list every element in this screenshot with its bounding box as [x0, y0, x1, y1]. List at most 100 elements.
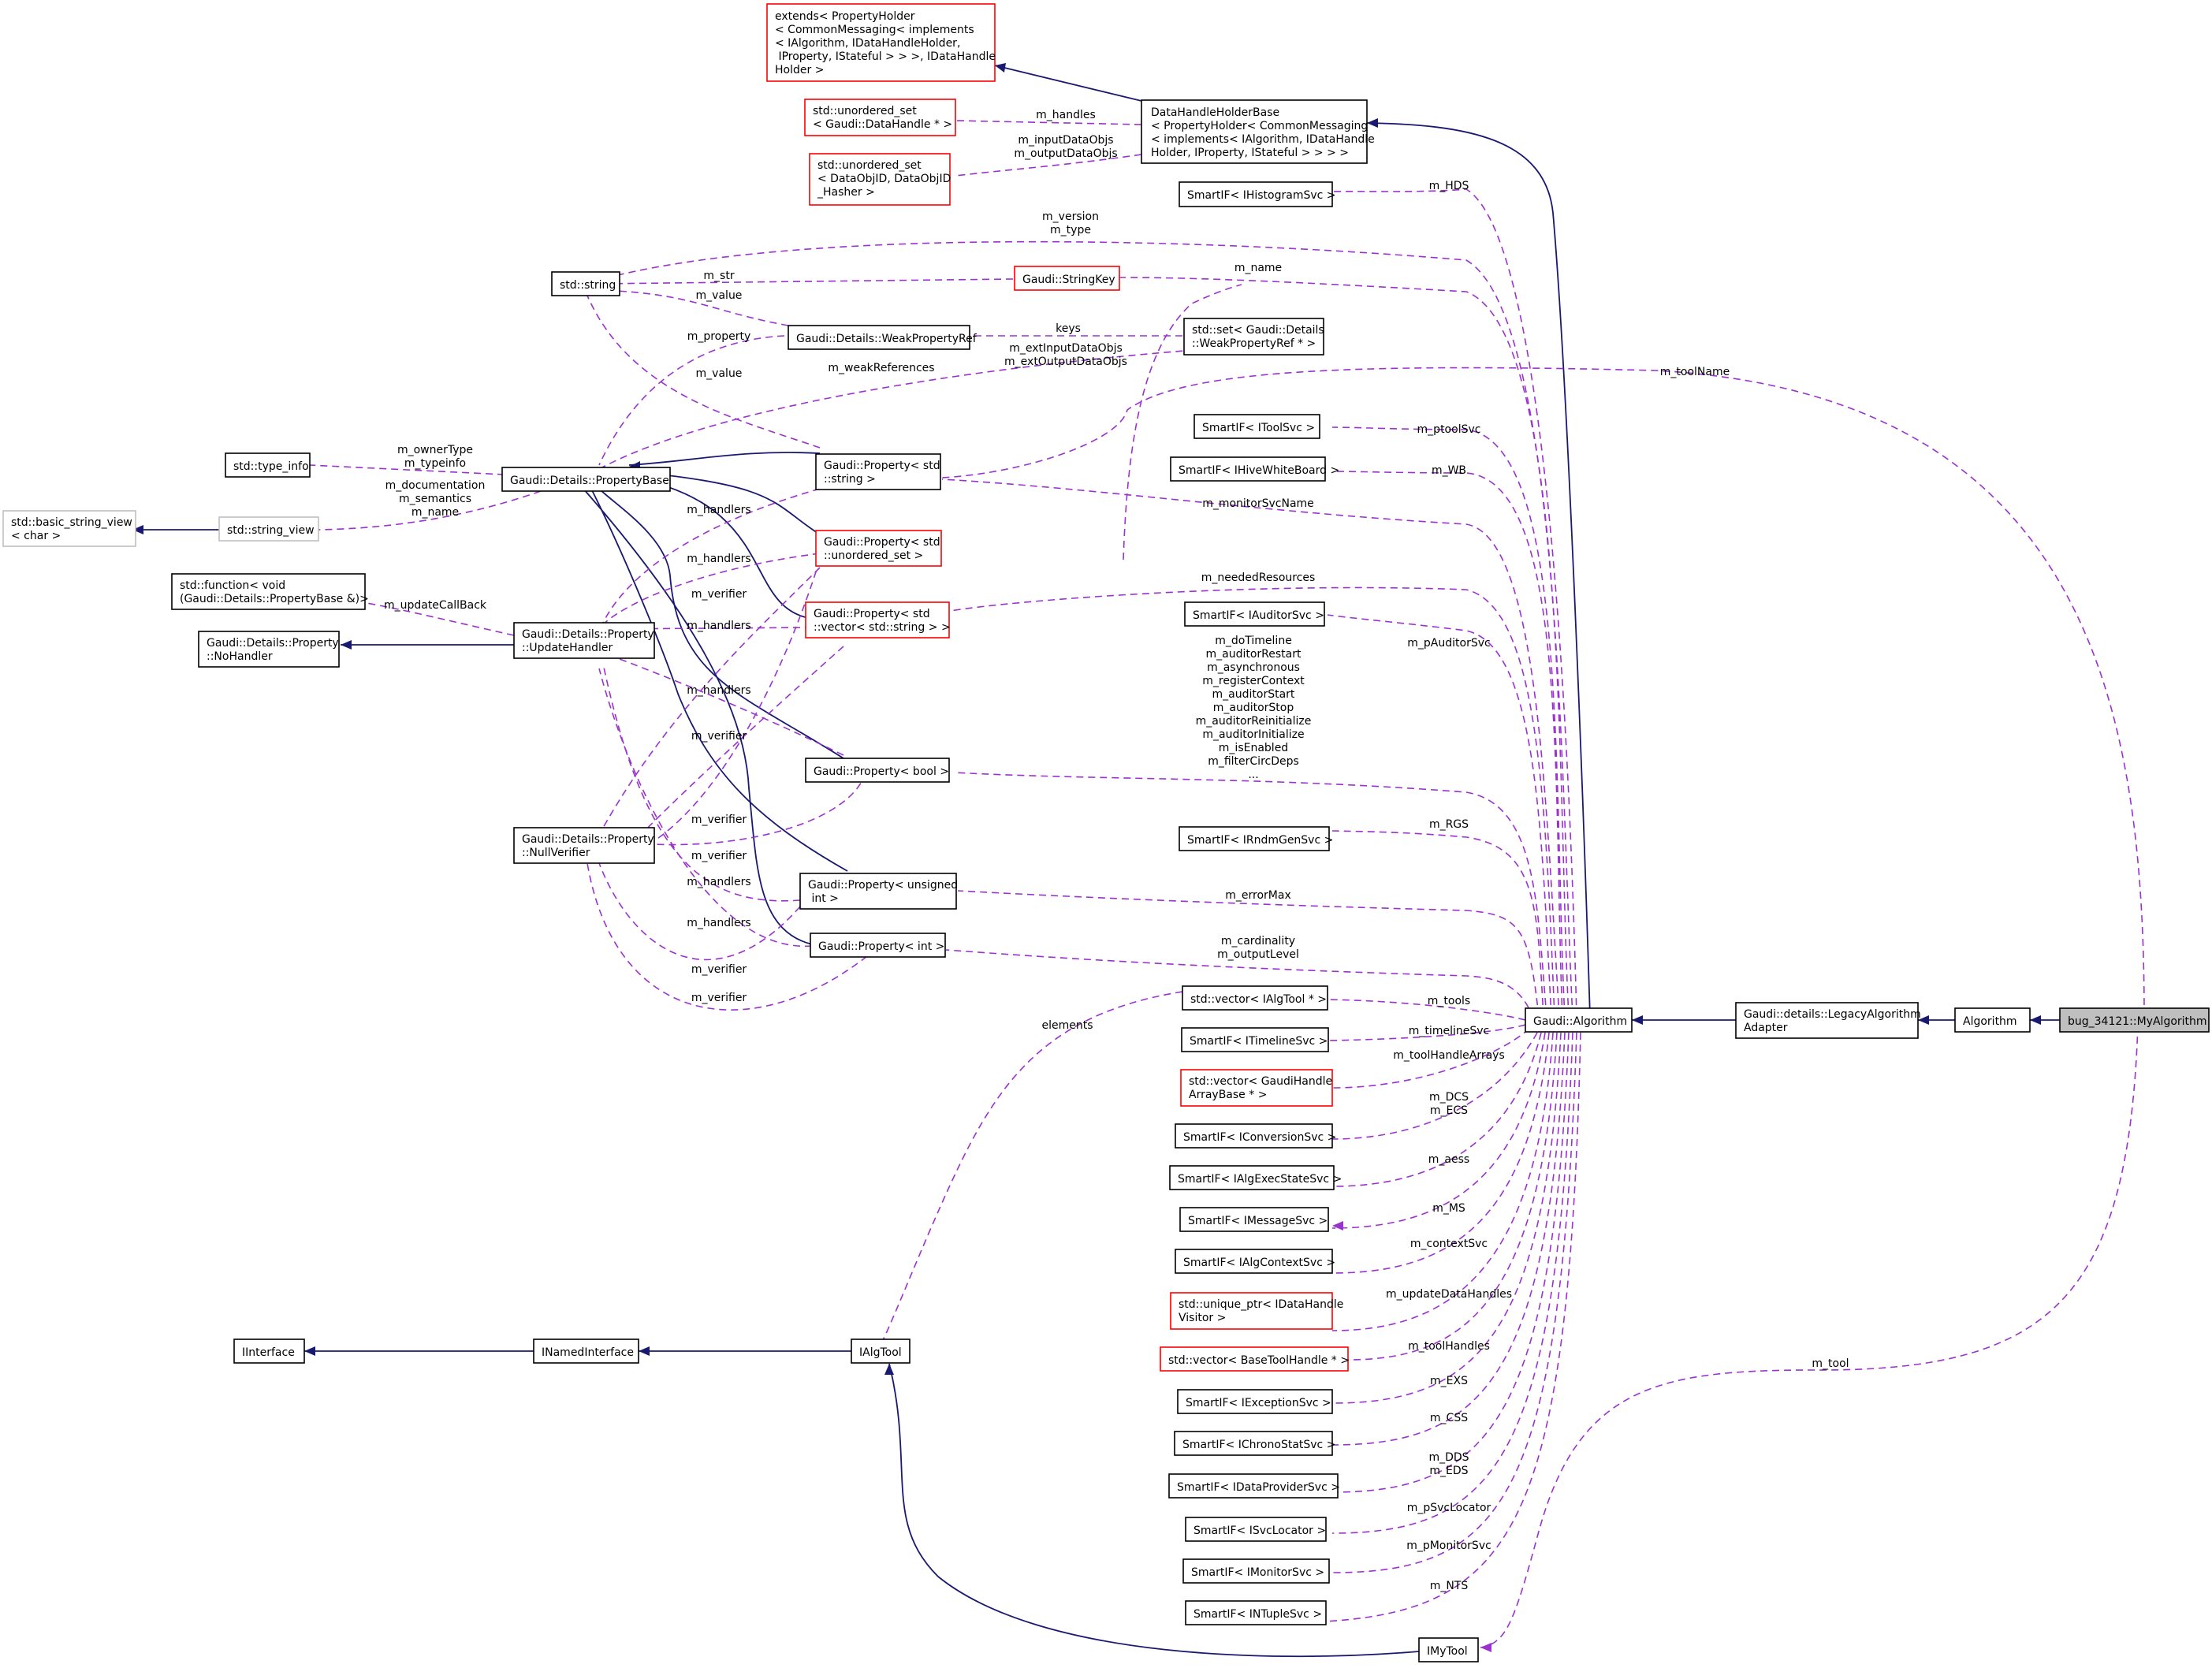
- node-smartif-ichronostatsvc[interactable]: SmartIF< IChronoStatSvc >: [1174, 1431, 1335, 1456]
- node-smartif-ialgcontextsvc[interactable]: SmartIF< IAlgContextSvc >: [1175, 1249, 1335, 1274]
- edge-m_tools: [1328, 999, 1526, 1021]
- node-smartif-ihivewhiteboard[interactable]: SmartIF< IHiveWhiteBoard >: [1170, 456, 1339, 482]
- node-std-function[interactable]: std::function< void(Gaudi::Details::Prop…: [171, 573, 369, 610]
- node-smartif-itimelinesvc[interactable]: SmartIF< ITimelineSvc >: [1181, 1027, 1329, 1052]
- arrowhead-inherit-datahandleholderbase: [1367, 118, 1378, 128]
- node-smartif-irndmgensvc[interactable]: SmartIF< IRndmGenSvc >: [1179, 826, 1333, 851]
- node-nullverifier[interactable]: Gaudi::Details::Property::NullVerifier: [513, 827, 655, 864]
- node-imytool[interactable]: IMyTool: [1418, 1637, 1479, 1662]
- node-property-vector-string[interactable]: Gaudi::Property< std::vector< std::strin…: [805, 601, 951, 639]
- label-m_errormax: m_errorMax: [1225, 889, 1290, 902]
- edge-m_handlers-6: [598, 668, 813, 947]
- edge-m_ms: [1331, 1032, 1546, 1229]
- node-stringkey[interactable]: Gaudi::StringKey: [1014, 266, 1120, 291]
- edge-m_ptoolsvc: [1331, 426, 1566, 1018]
- svg-text:SmartIF< IChronoStatSvc >: SmartIF< IChronoStatSvc >: [1182, 1439, 1335, 1451]
- svg-text:SmartIF< IHistogramSvc >: SmartIF< IHistogramSvc >: [1187, 189, 1336, 202]
- node-type-info[interactable]: std::type_info: [225, 452, 311, 478]
- node-vector-basetoolhandle[interactable]: std::vector< BaseToolHandle * >: [1160, 1346, 1350, 1372]
- label-elements: elements: [1041, 1019, 1093, 1032]
- edge-m_timelinesvc: [1328, 1024, 1526, 1041]
- label-m_ptoolsvc: m_ptoolSvc: [1417, 423, 1481, 436]
- label-m_wb: m_WB: [1432, 464, 1466, 477]
- svg-text:std::vector< BaseToolHandle *: std::vector< BaseToolHandle * >: [1168, 1354, 1350, 1367]
- edge-m_verifier-4: [638, 559, 821, 851]
- node-smartif-ialgexecstatesvc[interactable]: SmartIF< IAlgExecStateSvc >: [1169, 1165, 1342, 1190]
- svg-text:Gaudi::Algorithm: Gaudi::Algorithm: [1533, 1015, 1627, 1028]
- node-nohandler[interactable]: Gaudi::Details::Property::NoHandler: [198, 631, 340, 668]
- label-m_verifier-2: m_verifier: [691, 730, 747, 743]
- svg-text:IAlgTool: IAlgTool: [859, 1346, 902, 1359]
- node-smartif-intuplesvc[interactable]: SmartIF< INTupleSvc >: [1185, 1600, 1327, 1625]
- arrowheads: [132, 63, 2041, 1652]
- arrowhead-inherit-inamedinterface: [639, 1346, 650, 1356]
- node-basic-string-view[interactable]: std::basic_string_view< char >: [2, 510, 136, 547]
- node-smartif-ihistogramsvc[interactable]: SmartIF< IHistogramSvc >: [1179, 181, 1336, 207]
- node-vector-ialgtool[interactable]: std::vector< IAlgTool * >: [1182, 985, 1328, 1011]
- node-weakpropertyref[interactable]: Gaudi::Details::WeakPropertyRef: [788, 325, 978, 350]
- svg-text:bug_34121::MyAlgorithm: bug_34121::MyAlgorithm: [2068, 1015, 2207, 1028]
- svg-text:SmartIF< IToolSvc >: SmartIF< IToolSvc >: [1202, 422, 1315, 434]
- node-property-unsigned[interactable]: Gaudi::Property< unsigned int >: [799, 873, 958, 910]
- svg-text:std::set< Gaudi::Details::Weak: std::set< Gaudi::Details::WeakPropertyRe…: [1192, 324, 1324, 350]
- edge-inherit-propbool-propertybase: [598, 488, 844, 759]
- node-myalgorithm[interactable]: bug_34121::MyAlgorithm: [2059, 1007, 2210, 1033]
- node-smartif-isvclocator[interactable]: SmartIF< ISvcLocator >: [1185, 1517, 1327, 1542]
- label-m_verifier-3: m_verifier: [691, 814, 747, 826]
- node-datahandleholderbase[interactable]: DataHandleHolderBase< PropertyHolder< Co…: [1141, 99, 1375, 164]
- svg-text:Gaudi::Details::WeakPropertyRe: Gaudi::Details::WeakPropertyRef: [796, 333, 978, 345]
- node-propertybase[interactable]: Gaudi::Details::PropertyBase: [501, 467, 671, 492]
- node-smartif-iauditorsvc[interactable]: SmartIF< IAuditorSvc >: [1184, 601, 1325, 627]
- edge-m_cardinality: [945, 949, 1534, 1019]
- node-smartif-idataprovidersvc[interactable]: SmartIF< IDataProviderSvc >: [1168, 1473, 1340, 1499]
- node-smartif-iconversionsvc[interactable]: SmartIF< IConversionSvc >: [1175, 1123, 1336, 1149]
- node-unordered-set-dataobjid[interactable]: std::unordered_set< DataObjID, DataObjID…: [809, 153, 951, 206]
- node-property-unordered-set[interactable]: Gaudi::Property< std::unordered_set >: [815, 530, 942, 567]
- node-std-string[interactable]: std::string: [551, 271, 620, 296]
- node-ialgtool[interactable]: IAlgTool: [851, 1338, 910, 1364]
- svg-text:SmartIF< IRndmGenSvc >: SmartIF< IRndmGenSvc >: [1187, 834, 1333, 847]
- label-m_weakreferences: m_weakReferences: [828, 362, 934, 374]
- node-property-int[interactable]: Gaudi::Property< int >: [810, 933, 946, 958]
- label-m_str: m_str: [703, 270, 734, 282]
- node-smartif-imessagesvc[interactable]: SmartIF< IMessageSvc >: [1179, 1207, 1329, 1232]
- node-unordered-set-datahandle[interactable]: std::unordered_set< Gaudi::DataHandle * …: [804, 99, 956, 136]
- node-propertyholder[interactable]: extends< PropertyHolder< CommonMessaging…: [766, 3, 996, 82]
- label-m_property: m_property: [687, 330, 751, 343]
- svg-text:Gaudi::Property< std::vector<: Gaudi::Property< std::vector< std::strin…: [814, 608, 951, 634]
- node-iinterface[interactable]: IInterface: [233, 1338, 305, 1364]
- label-m_aess: m_aess: [1428, 1153, 1469, 1166]
- svg-text:Algorithm: Algorithm: [1963, 1015, 2017, 1028]
- node-smartif-iexceptionsvc[interactable]: SmartIF< IExceptionSvc >: [1177, 1389, 1333, 1414]
- edge-m_pmonitorsvc: [1331, 1032, 1577, 1573]
- node-smartif-itoolsvc[interactable]: SmartIF< IToolSvc >: [1194, 414, 1320, 439]
- node-gaudi-algorithm[interactable]: Gaudi::Algorithm: [1525, 1007, 1633, 1033]
- label-m_psvclocator: m_pSvcLocator: [1407, 1502, 1491, 1514]
- node-property-string[interactable]: Gaudi::Property< std::string >: [815, 453, 941, 490]
- svg-text:std::function< void(Gaudi::Det: std::function< void(Gaudi::Details::Prop…: [180, 579, 369, 605]
- edge-m_verifier-1: [602, 567, 821, 828]
- node-property-bool[interactable]: Gaudi::Property< bool >: [805, 758, 950, 783]
- usage-edges: [309, 120, 2145, 1648]
- svg-text:Gaudi::Details::PropertyBase: Gaudi::Details::PropertyBase: [510, 475, 669, 487]
- node-inamedinterface[interactable]: INamedInterface: [533, 1338, 639, 1364]
- svg-text:Gaudi::Details::Property::NoHa: Gaudi::Details::Property::NoHandler: [207, 637, 339, 663]
- svg-text:Gaudi::Property< unsigned int: Gaudi::Property< unsigned int >: [808, 879, 958, 905]
- edge-m_toolhandlearrays: [1331, 1028, 1530, 1089]
- node-set-weakpropertyref[interactable]: std::set< Gaudi::Details::WeakPropertyRe…: [1183, 318, 1324, 356]
- edge-m_weakreferences: [598, 350, 1185, 470]
- node-updatehandler[interactable]: Gaudi::Details::Property::UpdateHandler: [513, 622, 655, 659]
- node-smartif-imonitorsvc[interactable]: SmartIF< IMonitorSvc >: [1182, 1558, 1330, 1584]
- node-string-view[interactable]: std::string_view: [218, 516, 319, 542]
- node-algorithm[interactable]: Algorithm: [1954, 1007, 2031, 1033]
